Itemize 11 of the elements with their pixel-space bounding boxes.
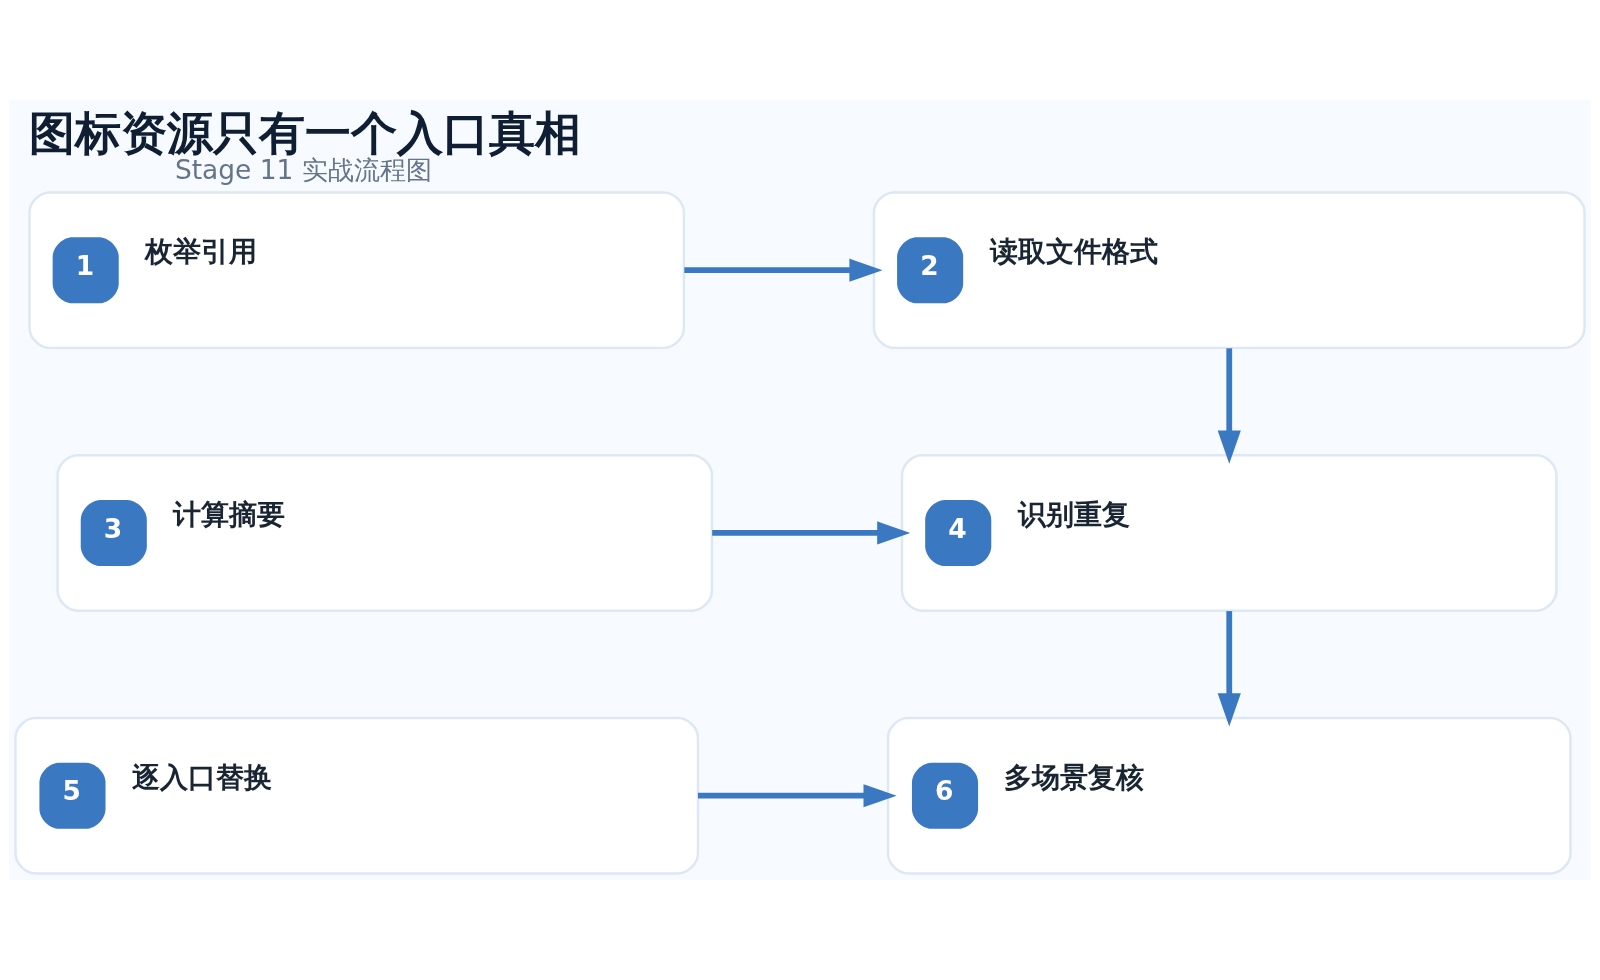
node-box: 4 识别重复	[900, 454, 1558, 612]
arrow	[1217, 611, 1241, 727]
node-box: 1 枚举引用	[28, 191, 686, 350]
arrow	[1217, 348, 1241, 464]
node-box: 2 读取文件格式	[872, 191, 1586, 350]
arrow	[712, 521, 911, 545]
node-box: 3 计算摘要	[56, 454, 714, 612]
node-box: 5 逐入口替换	[14, 716, 700, 875]
arrow	[684, 258, 883, 282]
arrow	[697, 784, 897, 808]
node-box: 6 多场景复核	[886, 716, 1572, 875]
